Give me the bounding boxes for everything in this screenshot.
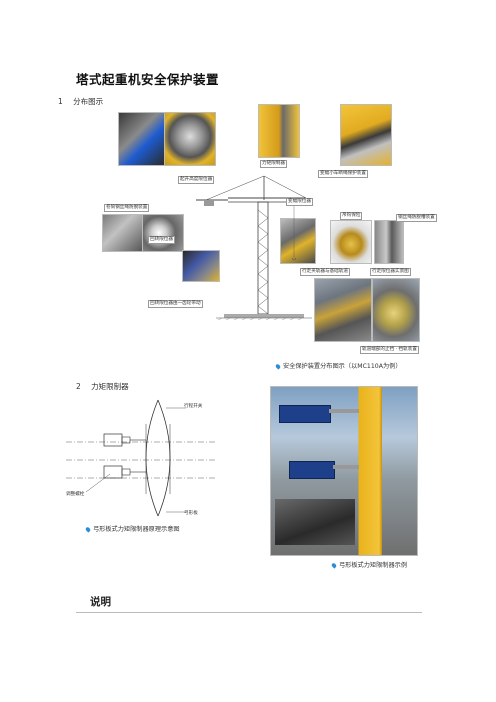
section-1-title: 分布图示	[73, 97, 104, 106]
section-2-title: 力矩限制器	[91, 382, 129, 391]
label-rotation-limiter: 回转限位器	[148, 236, 175, 244]
photo-trolley-rope	[280, 218, 316, 264]
explain-heading: 说明	[90, 596, 111, 608]
droplet-icon	[330, 561, 338, 569]
limit-switch-lower	[289, 461, 335, 479]
label-travel-limiter: 行走限位器实景图	[370, 268, 411, 276]
label-hoist-height-limiter: 起升高度限位器	[178, 176, 215, 184]
photo-torque-limiter-example	[270, 386, 418, 556]
label-lift-wire-anti: 卷筒钢丝绳防脱装置	[104, 204, 150, 212]
photo-hoist-limiter	[118, 112, 166, 166]
section-2-number: 2	[76, 382, 81, 391]
droplet-icon	[274, 362, 282, 370]
figure-1-caption: 安全保护装置分布图示（以MC110A为例）	[274, 361, 402, 370]
cable-bundle	[275, 499, 355, 545]
photo-rotation-limiter	[182, 250, 220, 282]
label-rail-clamp: 行走夹轨器与基础轨道	[300, 268, 350, 276]
torque-limiter-diagram	[66, 399, 216, 517]
photo-travel-limiter	[372, 278, 420, 342]
photo-sheave	[142, 214, 184, 252]
figure-3-caption: 弓形板式力矩限制器示例	[330, 560, 407, 569]
bolt-lower	[333, 465, 359, 469]
label-torque-limiter: 力矩限制器	[260, 160, 287, 168]
bolt-upper	[329, 409, 359, 413]
label-trolley-broken-rope: 变幅小车断绳保护装置	[318, 170, 368, 178]
diagram-label-top: 行程开关	[184, 404, 203, 409]
label-hook-safety: 吊钩保险	[340, 212, 363, 220]
droplet-icon	[84, 525, 92, 533]
section-2-heading: 2 力矩限制器	[76, 381, 129, 392]
page-title: 塔式起重机安全保护装置	[76, 72, 220, 87]
photo-hook	[330, 220, 372, 264]
divider	[76, 612, 422, 613]
label-trolley-limiter: 变幅限位器	[286, 198, 313, 206]
label-rail-end: 轨道端部的止挡 · 挡轨装置	[360, 346, 419, 354]
section-1-heading: 1 分布图示	[58, 96, 103, 107]
photo-rail-clamp	[314, 278, 372, 342]
label-rotation-gear: 回转限位器由一齿轮带动	[148, 300, 203, 308]
photo-anti-rope	[374, 220, 404, 264]
section-1-number: 1	[58, 97, 63, 106]
limit-switch-upper	[279, 405, 331, 423]
photo-trolley	[340, 104, 392, 166]
label-anti-rope: 钢丝绳防脱槽装置	[396, 214, 437, 222]
diagram-label-bottom: 弓形板	[184, 511, 198, 516]
photo-torque-limiter	[258, 104, 300, 158]
figure-2-caption: 弓形板式力矩限制器原理示意图	[84, 524, 180, 533]
tower-crane-drawing	[196, 175, 312, 321]
photo-lift-wire	[102, 214, 144, 252]
photo-drum	[164, 112, 216, 166]
diagram-label-left: 调整螺栓	[66, 492, 85, 497]
